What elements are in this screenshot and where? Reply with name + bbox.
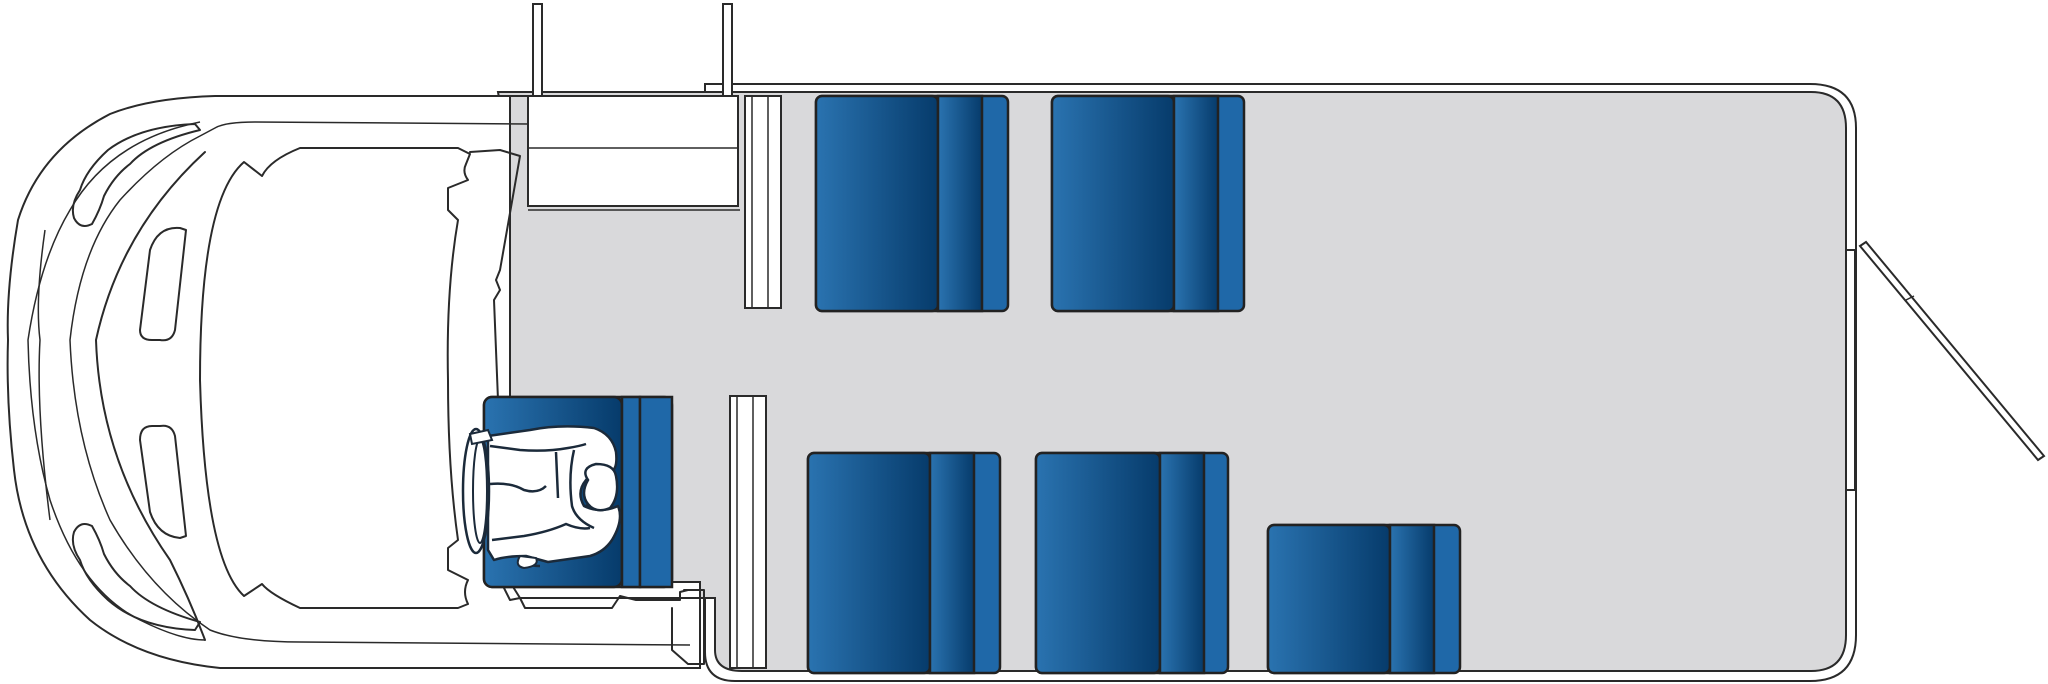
seat-back	[806, 451, 932, 675]
rear-door-panel	[1858, 240, 2046, 462]
headlight-top	[71, 123, 201, 227]
seat-back	[1034, 451, 1162, 675]
dashboard-outline	[199, 147, 471, 609]
door-rail-right	[722, 3, 733, 97]
driver-seat	[461, 395, 674, 589]
rear-door-hinge	[1905, 295, 1915, 301]
driver-leg-upper	[554, 449, 595, 530]
driver-seat-armrest	[620, 395, 642, 589]
rear-door-frame	[1845, 249, 1856, 491]
rear-door	[1845, 240, 2046, 491]
driver-figure-icon	[486, 425, 622, 568]
passenger-seat	[1266, 523, 1462, 675]
sliding-door	[527, 3, 740, 211]
cab-inner-line	[69, 121, 691, 646]
hood-line-left	[37, 229, 51, 521]
steering-wheel-hub-bottom	[516, 554, 538, 570]
seat-armrest	[936, 94, 984, 313]
steering-wheel-rim	[461, 427, 491, 555]
seat-armrest	[928, 451, 976, 675]
side-window-bottom	[139, 424, 187, 539]
cab-step	[519, 589, 689, 609]
passenger-seat	[814, 94, 1010, 313]
side-window-top	[139, 226, 187, 342]
cab-outer-shell	[6, 95, 710, 669]
partitions	[729, 95, 782, 669]
headlight-bottom	[71, 523, 201, 631]
driver-arm-upper	[489, 442, 587, 452]
seat-back	[1050, 94, 1176, 313]
partition-front	[744, 95, 782, 309]
seat-armrest	[1172, 94, 1220, 313]
steering-wheel-icon	[461, 427, 538, 570]
partition-rear	[729, 395, 767, 669]
driver-head	[582, 462, 619, 512]
windshield	[95, 151, 206, 641]
driver-arm-lower	[489, 482, 547, 493]
door-rail-left	[532, 3, 543, 97]
driver-leg-lower	[491, 522, 591, 542]
steering-wheel-hub	[468, 428, 494, 446]
seat-back	[814, 94, 940, 313]
seat-armrest	[1158, 451, 1206, 675]
rear-step	[671, 589, 705, 665]
passenger-seat	[806, 451, 1002, 675]
passenger-seat	[1050, 94, 1246, 313]
driver-seat-armrest-2	[638, 395, 674, 589]
door-frame	[527, 95, 739, 207]
passenger-seat	[1034, 451, 1230, 675]
van-cab	[6, 95, 710, 669]
seat-armrest	[1388, 523, 1436, 675]
seat-back	[1266, 523, 1392, 675]
passenger-seats	[806, 94, 1462, 675]
